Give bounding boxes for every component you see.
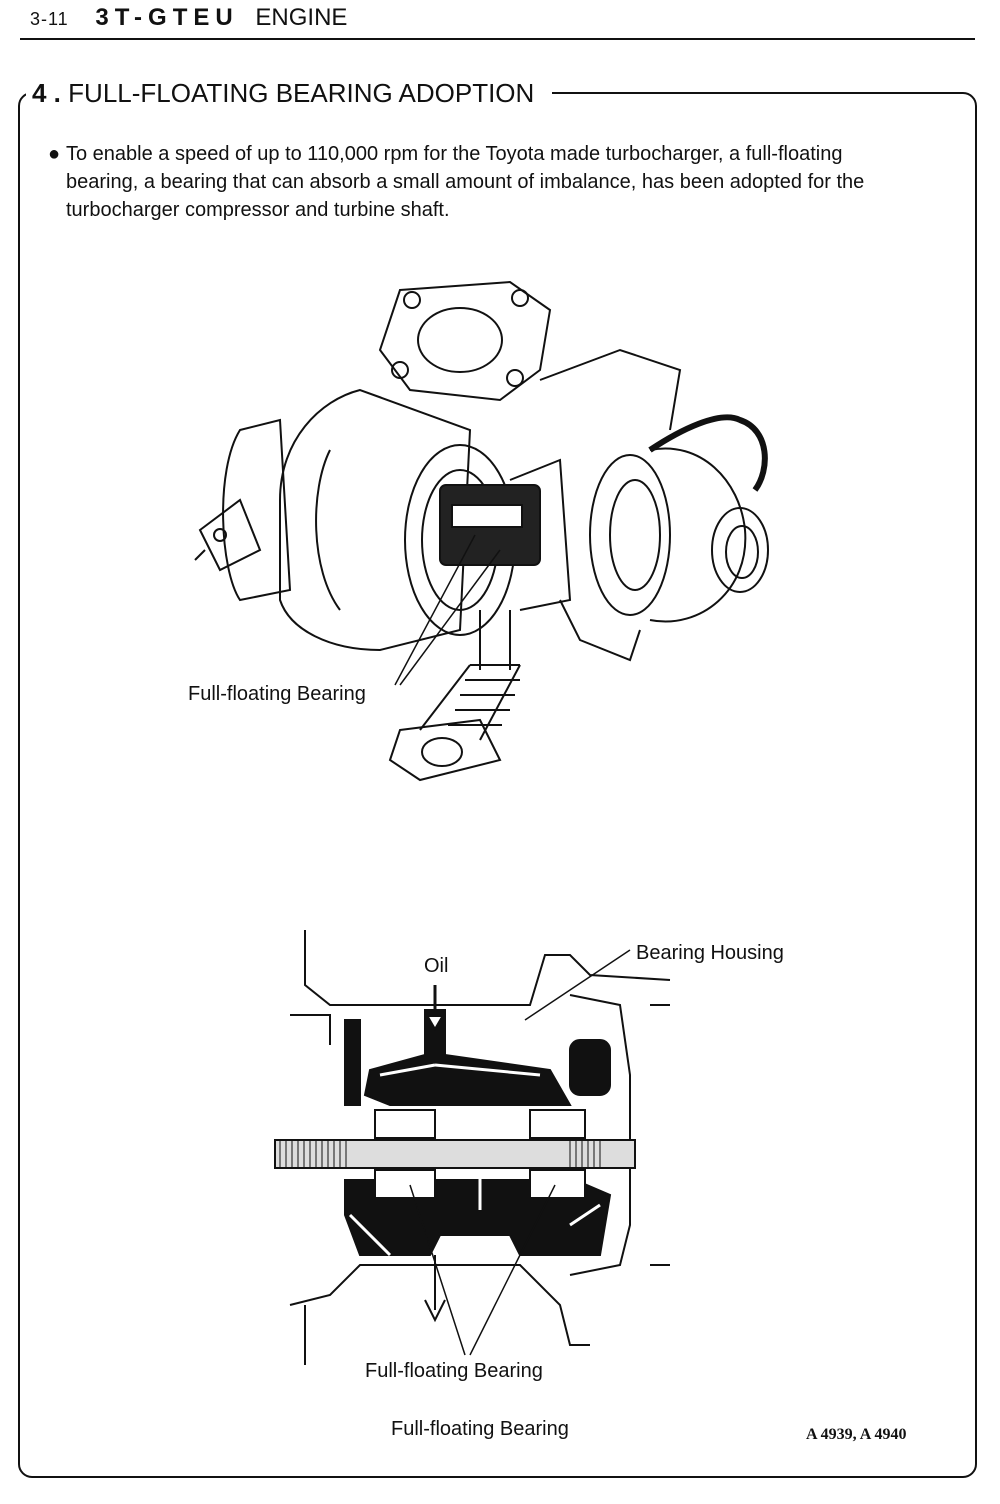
section-number: 4 .: [32, 78, 61, 108]
top-bearing-label: Full-floating Bearing: [188, 683, 366, 705]
bullet-icon: ●: [48, 143, 61, 165]
bullet-text: To enable a speed of up to 110,000 rpm f…: [66, 143, 865, 221]
header-rule: [20, 38, 975, 40]
page-header: 3-11 3T-GTEU ENGINE: [30, 4, 347, 32]
figure-reference: A 4939, A 4940: [806, 1426, 907, 1443]
oil-label: Oil: [424, 955, 449, 977]
section-name: ENGINE: [255, 4, 348, 31]
page-number: 3-11: [30, 9, 69, 29]
turbocharger-illustration: [194, 280, 769, 782]
figure-caption: Full-floating Bearing: [391, 1418, 569, 1440]
section-title-text: FULL-FLOATING BEARING ADOPTION: [68, 78, 535, 108]
engine-code: 3T-GTEU: [95, 4, 239, 31]
bearing-cross-section: [274, 930, 671, 1365]
section-title: 4 . FULL-FLOATING BEARING ADOPTION: [26, 78, 553, 109]
bearing-housing-label: Bearing Housing: [636, 942, 784, 964]
bottom-bearing-label: Full-floating Bearing: [365, 1360, 543, 1382]
